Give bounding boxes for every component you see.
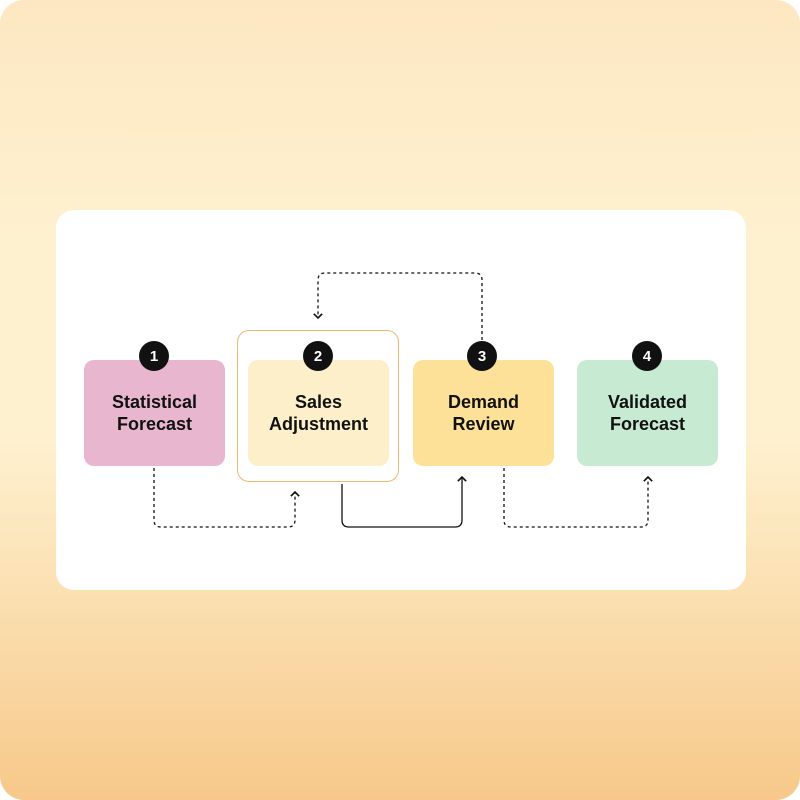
step-sales-adjustment[interactable]: Sales Adjustment [248,360,389,466]
connector-review-to-adjustment [313,272,483,340]
step-statistical-forecast[interactable]: Statistical Forecast [84,360,225,466]
step-validated-forecast[interactable]: Validated Forecast [577,360,718,466]
connector-adjustment-to-review [341,475,467,528]
step-label: Demand Review [447,392,519,434]
step-label: Sales Adjustment [269,392,368,434]
step-demand-review[interactable]: Demand Review [413,360,554,466]
connector-forecast-to-adjustment [153,468,300,528]
step-number-badge: 4 [632,341,662,371]
connector-review-to-validated [503,468,653,528]
step-label: Validated Forecast [607,392,688,434]
step-label: Statistical Forecast [111,392,198,434]
step-number-badge: 3 [467,341,497,371]
step-number-badge: 1 [139,341,169,371]
step-number-badge: 2 [303,341,333,371]
